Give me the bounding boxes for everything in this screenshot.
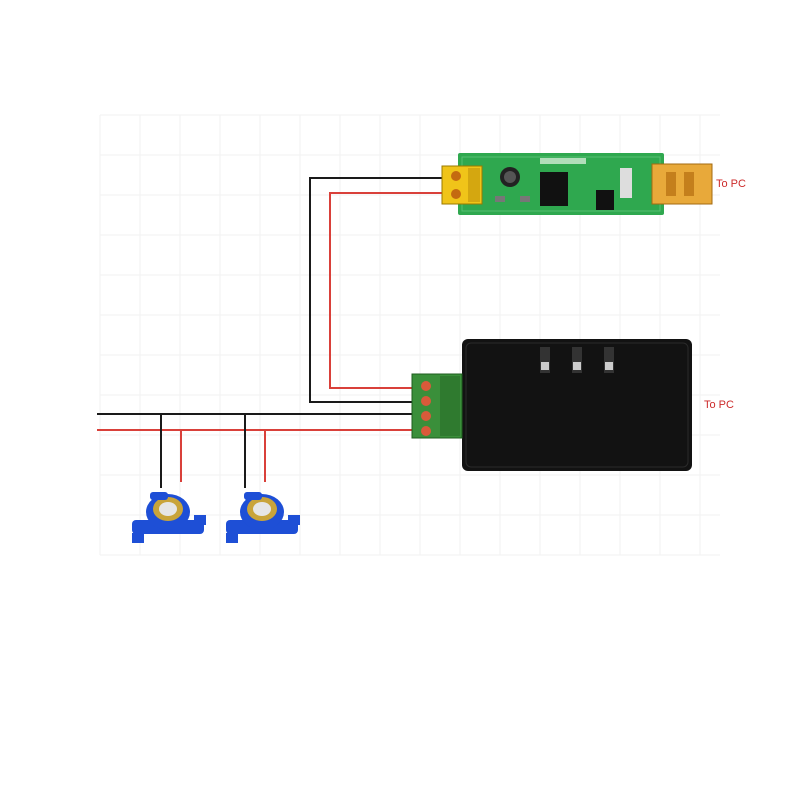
to-pc-label-box: To PC <box>704 399 734 411</box>
wire-red-link <box>329 192 450 389</box>
converter-box-icon <box>411 339 692 471</box>
link-wires <box>309 177 450 403</box>
water-meter-icon <box>226 492 300 543</box>
wire-black-link <box>309 177 450 403</box>
bus-wires <box>97 413 412 488</box>
water-meter-icon <box>132 492 206 543</box>
usb-rs485-adapter-icon <box>441 153 713 215</box>
to-pc-label-adapter: To PC <box>716 178 746 190</box>
